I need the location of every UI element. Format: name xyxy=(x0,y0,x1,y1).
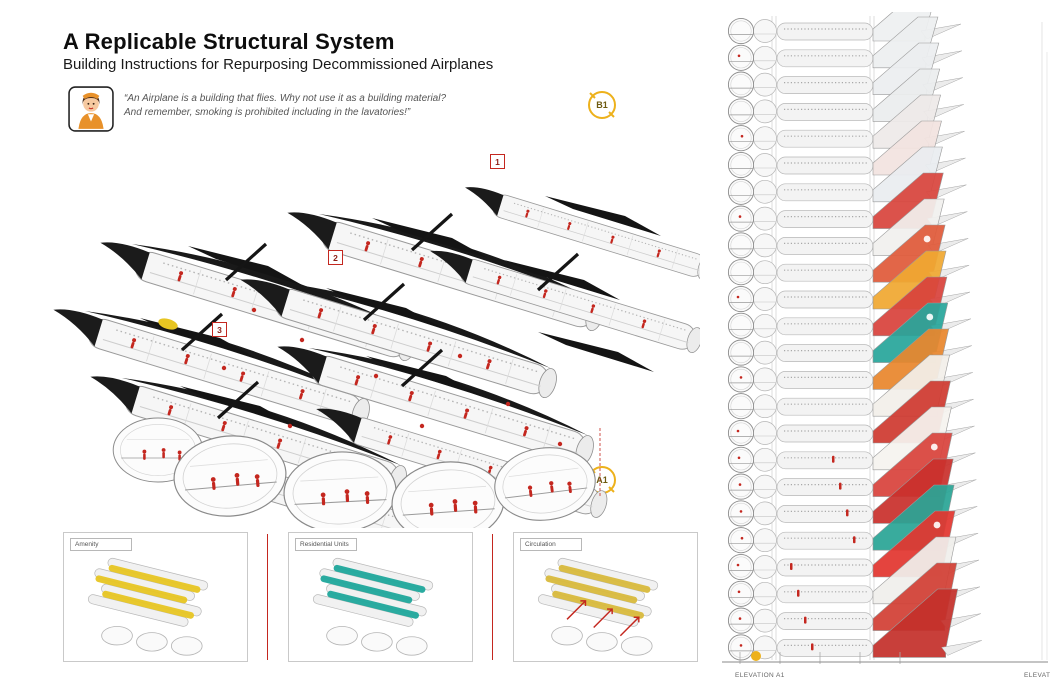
legend-box-amenity: Amenity xyxy=(63,532,248,662)
airplane-stack-axon xyxy=(45,182,715,549)
mini-axon-amenity xyxy=(87,557,209,656)
quote-line-2: And remember, smoking is prohibited incl… xyxy=(124,107,411,118)
page-title: A Replicable Structural System xyxy=(63,29,395,54)
marker-a1-label: A1 xyxy=(596,475,608,485)
legend-divider-2 xyxy=(492,534,493,660)
section-marker-b1: B1 xyxy=(585,88,619,122)
legend-row: Amenity xyxy=(63,532,698,664)
legend-tab: Amenity xyxy=(70,538,132,551)
legend-label-amenity: Amenity xyxy=(75,541,99,548)
mini-axon-residential xyxy=(312,557,434,656)
tower-elevation-drawing xyxy=(722,12,1048,664)
marker-ring-icon xyxy=(588,91,616,119)
flight-attendant-icon xyxy=(68,86,114,132)
scattered-occupant-figures xyxy=(221,307,563,447)
page-subtitle: Building Instructions for Repurposing De… xyxy=(63,56,494,73)
legend-box-residential-units: Residential Units xyxy=(288,532,473,662)
flight-attendant-avatar xyxy=(68,86,114,132)
elevation-b1-label: ELEVATION B1 xyxy=(1024,672,1050,679)
legend-tab: Residential Units xyxy=(295,538,357,551)
elevation-labels: ELEVATION A1 ELEVATION B1 xyxy=(720,672,1050,686)
legend-divider-1 xyxy=(267,534,268,660)
legend-tab: Circulation xyxy=(520,538,582,551)
marker-b1-label: B1 xyxy=(596,100,608,110)
legend-box-circulation: Circulation xyxy=(513,532,698,662)
quote-block: “An Airplane is a building that flies. W… xyxy=(124,92,524,120)
callout-2: 2 xyxy=(328,250,343,265)
mini-axon-circulation xyxy=(537,557,659,656)
axonometric-drawing: 1 2 3 xyxy=(40,128,715,549)
callout-1: 1 xyxy=(490,154,505,169)
legend-label-residential-units: Residential Units xyxy=(300,541,349,548)
callout-3: 3 xyxy=(212,322,227,337)
legend-label-circulation: Circulation xyxy=(525,541,556,548)
elevation-a1-label: ELEVATION A1 xyxy=(735,672,785,679)
elevation-panel: ELEVATION A1 ELEVATION B1 xyxy=(720,0,1050,700)
quote-line-1: “An Airplane is a building that flies. W… xyxy=(124,93,447,104)
